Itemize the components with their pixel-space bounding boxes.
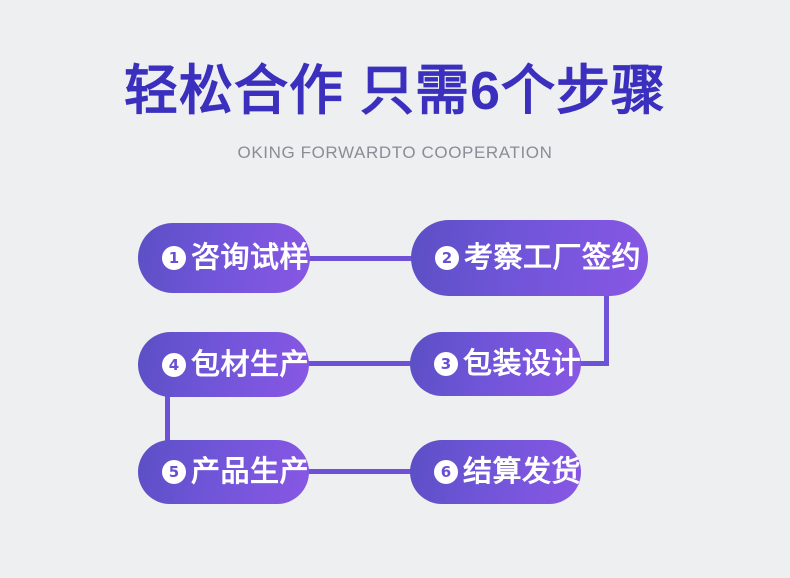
connector-step4-step5	[165, 388, 170, 450]
step-label-4: 包材生产	[191, 348, 310, 381]
step-label-6: 结算发货	[463, 456, 582, 488]
step-label-1: 咨询试样	[191, 242, 310, 274]
step-label-2: 考察工厂签约	[464, 242, 642, 274]
step-pill-6[interactable]: 6 结算发货	[410, 440, 581, 504]
connector-step2-step3-horizontal	[570, 361, 609, 366]
step-number-badge-3: 3	[434, 352, 458, 376]
step-number-badge-6: 6	[434, 460, 458, 484]
connector-step5-step6	[300, 469, 422, 474]
step-label-3: 包装设计	[463, 348, 582, 380]
connector-step4-step3	[300, 361, 422, 366]
step-number-badge-1: 1	[162, 246, 186, 270]
connector-step2-step3-vertical	[604, 288, 609, 366]
step-pill-3[interactable]: 3 包装设计	[410, 332, 581, 396]
step-pill-2[interactable]: 2 考察工厂签约	[411, 220, 648, 296]
step-pill-4[interactable]: 4 包材生产	[138, 332, 309, 397]
step-number-badge-5: 5	[162, 460, 186, 484]
step-pill-5[interactable]: 5 产品生产	[138, 440, 309, 504]
step-number-badge-4: 4	[162, 352, 186, 377]
step-number-badge-2: 2	[435, 246, 459, 270]
page-title: 轻松合作 只需6个步骤	[123, 61, 667, 121]
step-pill-1[interactable]: 1 咨询试样	[138, 223, 310, 293]
step-label-5: 产品生产	[191, 456, 310, 488]
page-subtitle: OKING FORWARDTO COOPERATION	[237, 143, 553, 162]
connector-step1-step2	[300, 256, 422, 261]
